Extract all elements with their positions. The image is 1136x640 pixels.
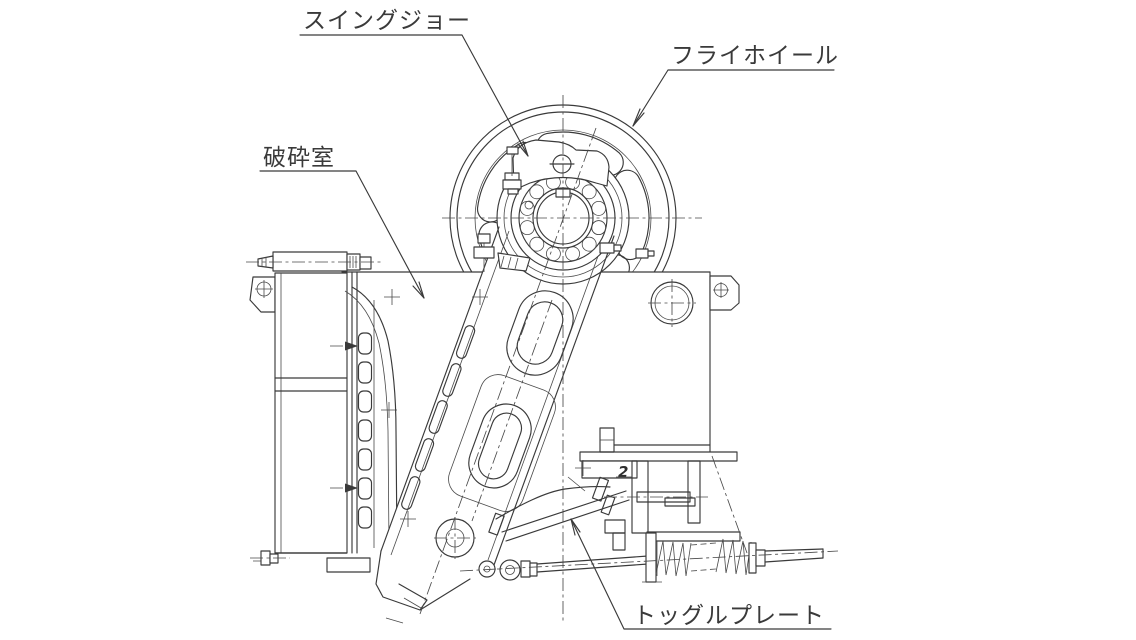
jaw-clamp-bolt: [473, 233, 531, 272]
small-top-bolt: [506, 146, 519, 155]
tension-rod-eye: [478, 559, 521, 581]
top-bolt-body: [272, 251, 348, 272]
label-flywheel: フライホイール: [671, 43, 839, 69]
swing-jaw-top-bracket: [502, 139, 610, 210]
callout-crushing-chamber: 破砕室: [259, 145, 425, 299]
callout-toggle-plate: トッグルプレート: [570, 518, 832, 630]
fixed-jaw-foot: [326, 557, 371, 573]
spring-nut: [755, 549, 766, 567]
support-mid-plate: [646, 531, 741, 542]
center-cross-marks: [381, 289, 591, 527]
jaw-plate-slots: [401, 325, 476, 510]
diagonal-centerline: [711, 455, 748, 554]
callouts: スイングジョー フライホイール 破砕室 トッグルプレート: [259, 8, 839, 630]
side-bolts: [599, 242, 655, 259]
face-arrow-bottom: [345, 483, 358, 493]
support-top-plate: [579, 451, 738, 462]
spring-bracket: [645, 532, 657, 583]
label-crushing-chamber: 破砕室: [263, 145, 335, 171]
toggle-support: 2: [579, 427, 741, 551]
leader-arrow-crushing-chamber: [412, 281, 425, 299]
toggle-plate: [488, 476, 630, 542]
detail-mark: 2: [618, 463, 628, 481]
fixed-jaw-block: [274, 272, 348, 554]
spring-coil-left: [655, 540, 692, 577]
frame-hole: [648, 279, 696, 327]
leader-arrow-toggle-plate: [570, 518, 581, 536]
leader-arrow-flywheel: [632, 108, 645, 127]
jaw-face-curve: [351, 286, 398, 547]
fixed-jaw-assembly: [249, 251, 398, 573]
frame-lug-right: [709, 275, 740, 311]
callout-flywheel: フライホイール: [632, 43, 839, 127]
tension-rod-spring: [520, 455, 824, 583]
slot-axis: [471, 299, 553, 522]
rod-centerline: [459, 550, 839, 572]
callout-swing-jaw: スイングジョー: [299, 8, 529, 157]
label-swing-jaw: スイングジョー: [303, 8, 471, 34]
spring-coil-right: [715, 538, 752, 576]
jaw-liner-teeth: [357, 332, 373, 529]
label-toggle-plate: トッグルプレート: [633, 603, 825, 629]
toggle-seat: [434, 517, 476, 559]
pitman-axis: [419, 127, 597, 615]
adjust-block: [581, 460, 638, 479]
fixed-jaw-lug: [249, 276, 276, 313]
leader-arrow-swing-jaw: [517, 140, 529, 157]
face-arrow-top: [345, 341, 358, 351]
centerlines: [246, 95, 839, 622]
